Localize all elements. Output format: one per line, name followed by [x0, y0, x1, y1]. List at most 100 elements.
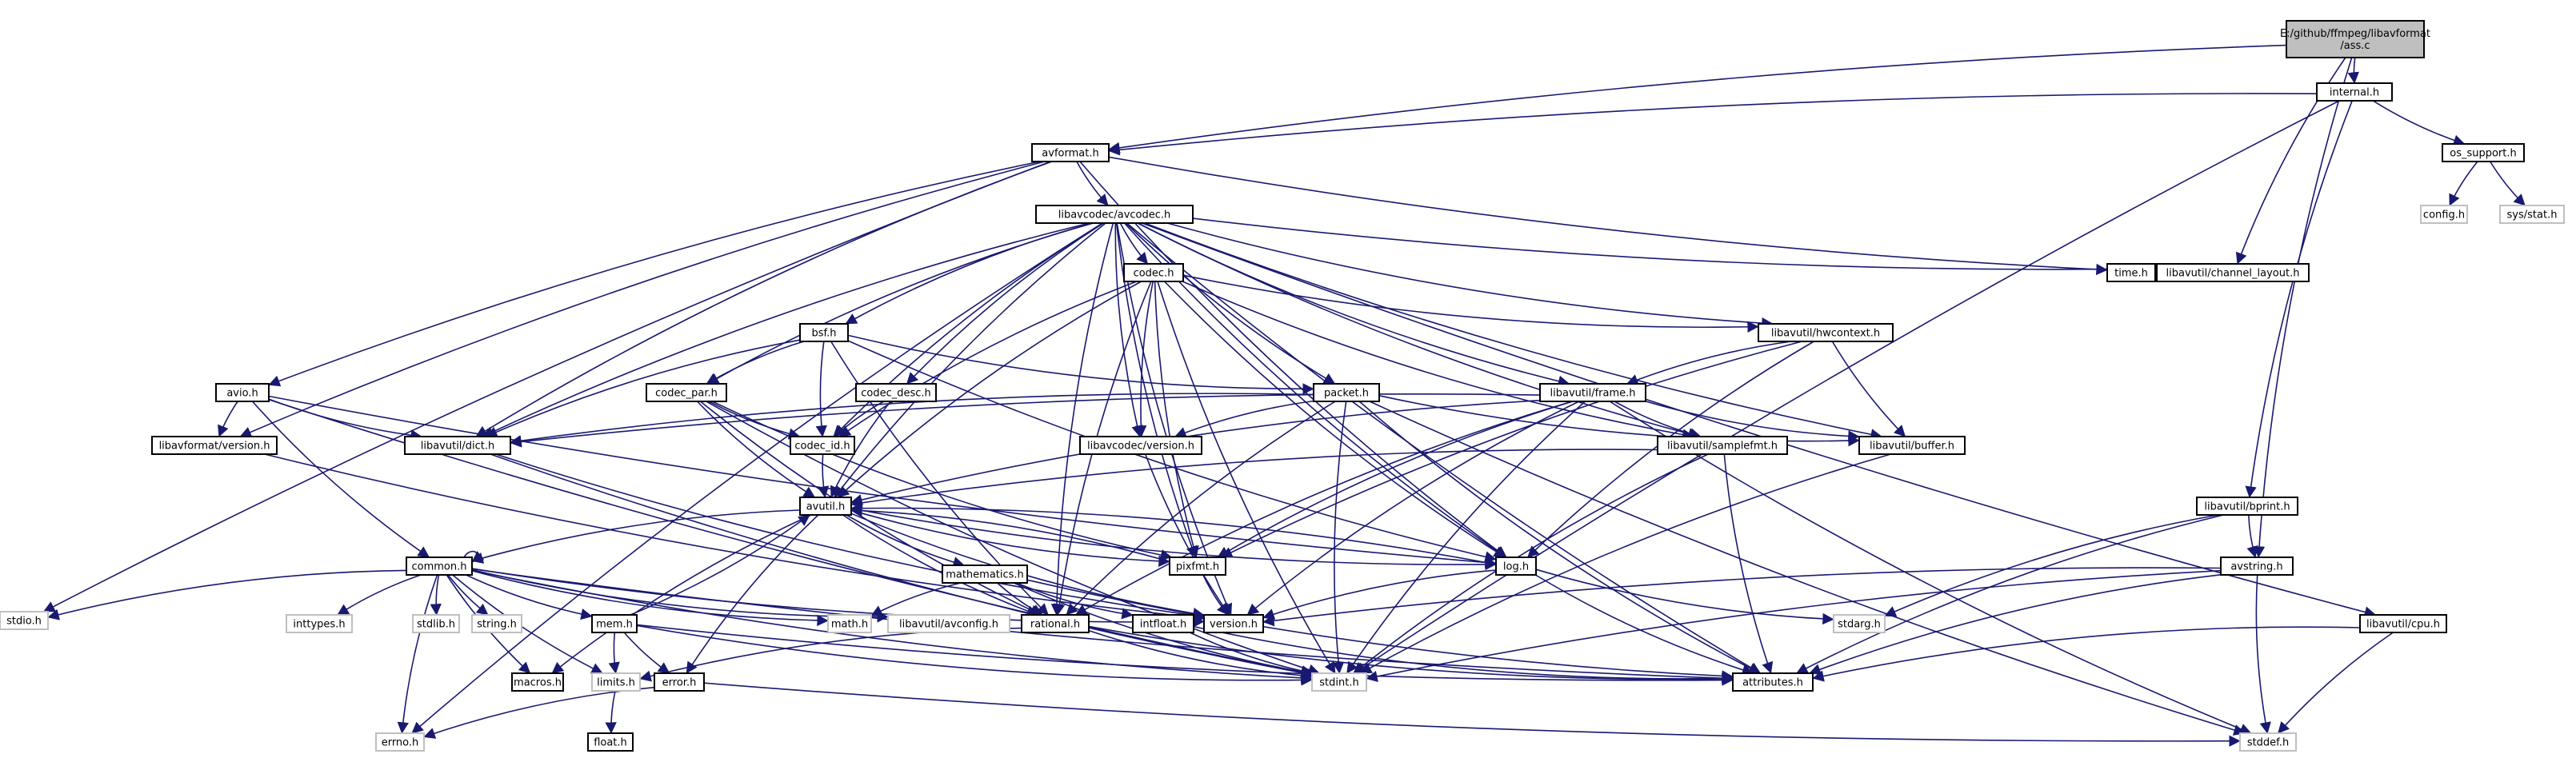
edge-avcodec-to-avcodec_version [1114, 222, 1143, 437]
node-label: float.h [594, 737, 627, 749]
edge-bprint-to-attributes [1796, 514, 2224, 674]
node-label: mathematics.h [946, 569, 1024, 581]
node-box [2442, 143, 2525, 162]
node-label: attributes.h [1742, 677, 1803, 689]
node-log[interactable]: log.h [1495, 557, 1537, 576]
edge-codec-to-avcodec_version [1134, 281, 1154, 437]
edge-avformat-to-time [1108, 156, 2108, 276]
node-label: stddef.h [2247, 737, 2289, 749]
node-codec-id[interactable]: codec_id.h [790, 436, 855, 455]
node-avcodec[interactable]: libavcodec/avcodec.h [1035, 205, 1194, 224]
node-box [1123, 263, 1184, 282]
node-box [1758, 323, 1894, 342]
node-avcodec-version[interactable]: libavcodec/version.h [1079, 436, 1202, 455]
node-macros[interactable]: macros.h [511, 672, 564, 692]
node-box [790, 436, 855, 455]
node-buffer[interactable]: libavutil/buffer.h [1858, 436, 1966, 455]
node-label: limits.h [597, 677, 635, 689]
edge-hwcontext-to-pixfmt [1220, 341, 1802, 558]
edge-bsf-to-packet [847, 334, 1314, 395]
node-packet[interactable]: packet.h [1313, 383, 1380, 402]
node-internal[interactable]: internal.h [2316, 82, 2393, 102]
edge-avcodec-to-packet [1125, 222, 1336, 385]
edge-avformat-to-avio [268, 161, 1041, 387]
node-error[interactable]: error.h [654, 672, 705, 692]
node-mem[interactable]: mem.h [591, 614, 638, 633]
edge-avutil-to-rational [842, 514, 1039, 617]
node-limits: limits.h [591, 672, 641, 692]
node-codec[interactable]: codec.h [1123, 263, 1184, 282]
edge-codec_par-to-pixfmt [712, 401, 1173, 561]
node-root[interactable]: E:/github/ffmpeg/libavformat/ass.c [2280, 20, 2430, 58]
edge-avcodec_version-to-version [1144, 453, 1230, 616]
edge-cpu-to-stddef [2278, 632, 2394, 734]
node-os-support[interactable]: os_support.h [2442, 143, 2525, 162]
node-box [646, 383, 727, 402]
node-avstring[interactable]: avstring.h [2220, 557, 2294, 576]
node-avformat[interactable]: avformat.h [1031, 143, 1110, 162]
node-channel-layout[interactable]: libavutil/channel_layout.h [2156, 263, 2310, 282]
edge-avstring-to-stdint [1366, 569, 2222, 683]
node-stdarg: stdarg.h [1833, 614, 1886, 633]
edge-common-to-version [471, 568, 1205, 628]
node-box [942, 565, 1028, 584]
node-box [1079, 436, 1202, 455]
edge-frame-to-pixfmt [1217, 401, 1574, 558]
node-box [887, 614, 1010, 633]
node-label: pixfmt.h [1176, 561, 1219, 573]
edge-common-to-common [463, 550, 485, 563]
node-label: libavutil/samplefmt.h [1667, 441, 1778, 453]
edge-packet-to-buffer [1378, 395, 1860, 447]
node-samplefmt[interactable]: libavutil/samplefmt.h [1657, 436, 1788, 455]
node-bprint[interactable]: libavutil/bprint.h [2196, 497, 2298, 516]
node-frame[interactable]: libavutil/frame.h [1539, 383, 1646, 402]
edge-mathematics-to-intfloat [1016, 582, 1134, 620]
node-time[interactable]: time.h [2106, 263, 2156, 282]
node-common[interactable]: common.h [406, 557, 473, 576]
node-codec-par[interactable]: codec_par.h [646, 383, 727, 402]
node-float[interactable]: float.h [587, 732, 634, 752]
node-box [2220, 557, 2294, 576]
node-codec-desc[interactable]: codec_desc.h [855, 383, 937, 402]
node-dict[interactable]: libavutil/dict.h [404, 436, 511, 455]
node-label: stdint.h [1319, 677, 1358, 689]
node-label: stdarg.h [1838, 619, 1881, 631]
node-version[interactable]: version.h [1203, 614, 1264, 633]
node-cpu[interactable]: libavutil/cpu.h [2359, 614, 2447, 633]
node-box [1311, 672, 1367, 692]
edge-hwcontext-to-buffer [1831, 341, 1906, 437]
node-avformat-version[interactable]: libavformat/version.h [151, 436, 278, 455]
node-box [1203, 614, 1264, 633]
node-pixfmt[interactable]: pixfmt.h [1169, 557, 1226, 576]
node-rational[interactable]: rational.h [1021, 614, 1090, 633]
edge-hwcontext-to-frame [1626, 341, 1792, 385]
edge-dict-to-version [495, 453, 1205, 621]
node-label: rational.h [1030, 619, 1080, 631]
edge-intfloat-to-attributes [1193, 625, 1734, 684]
node-label: libavformat/version.h [159, 441, 270, 453]
node-attributes[interactable]: attributes.h [1732, 672, 1814, 692]
edge-mathematics-to-attributes [1026, 579, 1734, 682]
node-hwcontext[interactable]: libavutil/hwcontext.h [1758, 323, 1894, 342]
edge-avcodec-to-codec_id [833, 222, 1104, 437]
edge-avutil-to-common [471, 509, 801, 564]
node-box [654, 672, 705, 692]
node-box [375, 732, 425, 752]
node-avutil[interactable]: avutil.h [799, 497, 852, 516]
edge-error-to-stddef [703, 682, 2241, 747]
edge-avio-to-dict [268, 398, 422, 441]
edge-codec-to-codec_id [838, 281, 1138, 437]
node-bsf[interactable]: bsf.h [799, 323, 849, 342]
edge-avformat_version-to-version [264, 453, 1205, 624]
node-avio[interactable]: avio.h [215, 383, 270, 402]
edge-codec-to-samplefmt [1182, 281, 1694, 441]
edge-frame-to-version [1246, 401, 1580, 616]
node-box [0, 611, 49, 630]
edge-internal-to-avformat [1108, 93, 2318, 156]
node-label: libavcodec/avcodec.h [1058, 209, 1171, 221]
node-box [1031, 143, 1110, 162]
edge-common-to-string [447, 574, 489, 616]
edge-bprint-to-avstring [2246, 514, 2258, 558]
node-intfloat[interactable]: intfloat.h [1132, 614, 1194, 633]
node-mathematics[interactable]: mathematics.h [942, 565, 1028, 584]
